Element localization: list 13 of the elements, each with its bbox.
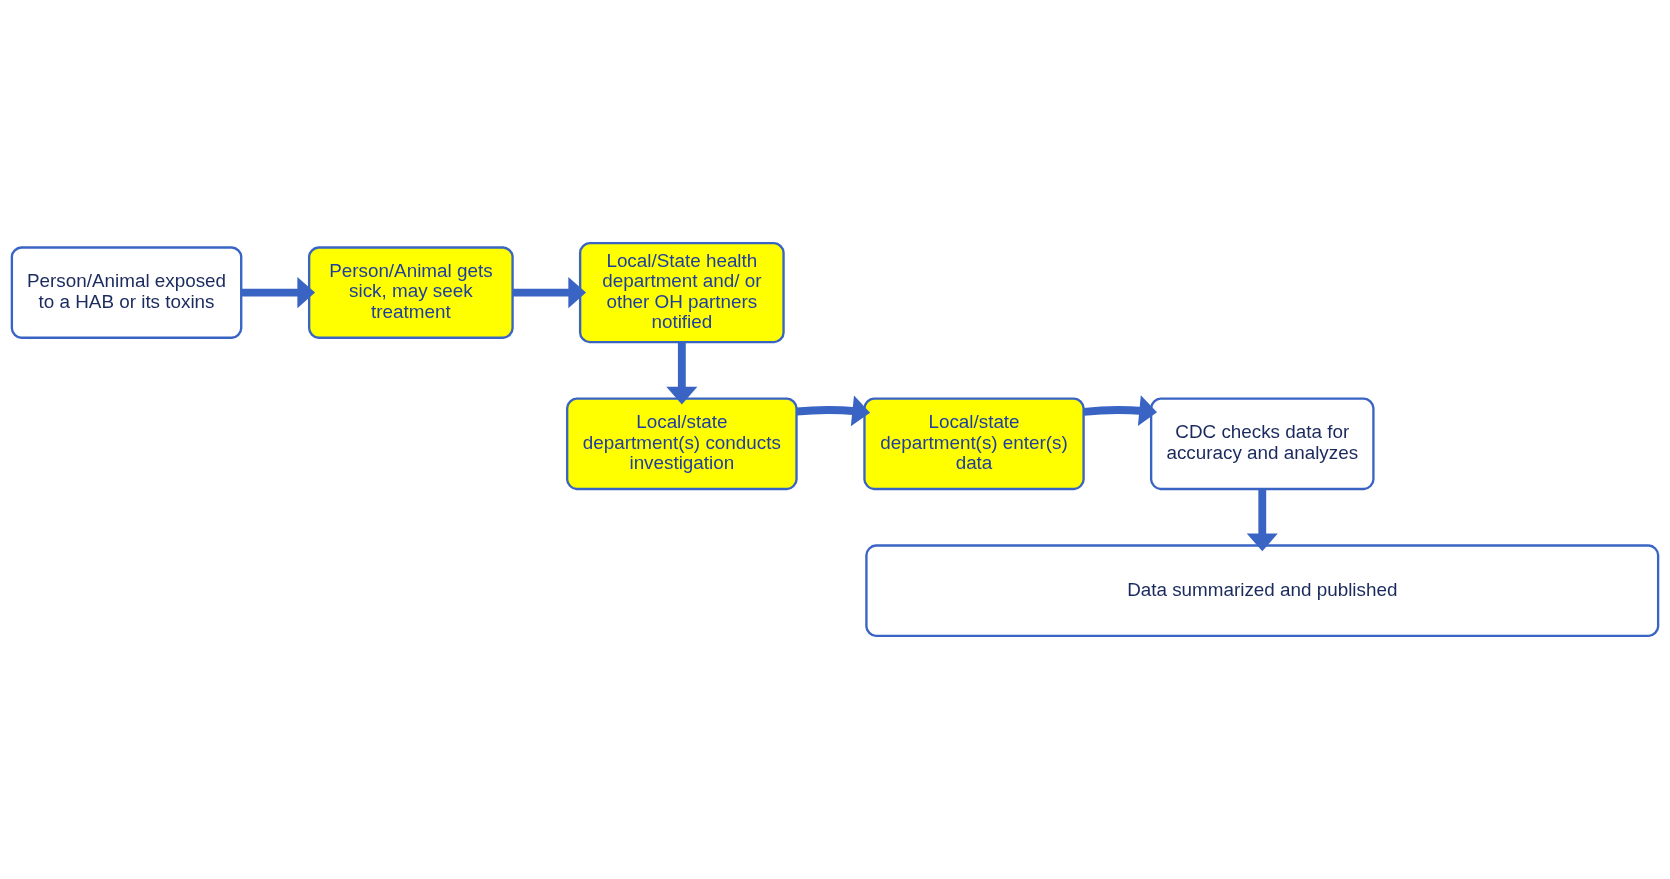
node-box: Local/State health department and/ or other OH partners notified: [578, 241, 785, 344]
arrow: [512, 277, 587, 309]
arrow: [1246, 489, 1278, 552]
arrow: [241, 277, 316, 309]
arrow: [796, 395, 871, 427]
arrow: [1083, 395, 1157, 427]
node-box: Local/state department(s) conducts investigation: [566, 397, 798, 491]
node-box: Local/state department(s) enter(s) data: [863, 397, 1085, 491]
node-box: Person/Animal gets sick, may seek treatment: [307, 246, 514, 339]
node-box: Person/Animal exposed to a HAB or its toxins: [10, 246, 243, 339]
arrow: [666, 342, 698, 405]
node-box: Data summarized and published: [865, 544, 1660, 638]
node-box: CDC checks data for accuracy and analyzes: [1149, 397, 1375, 491]
